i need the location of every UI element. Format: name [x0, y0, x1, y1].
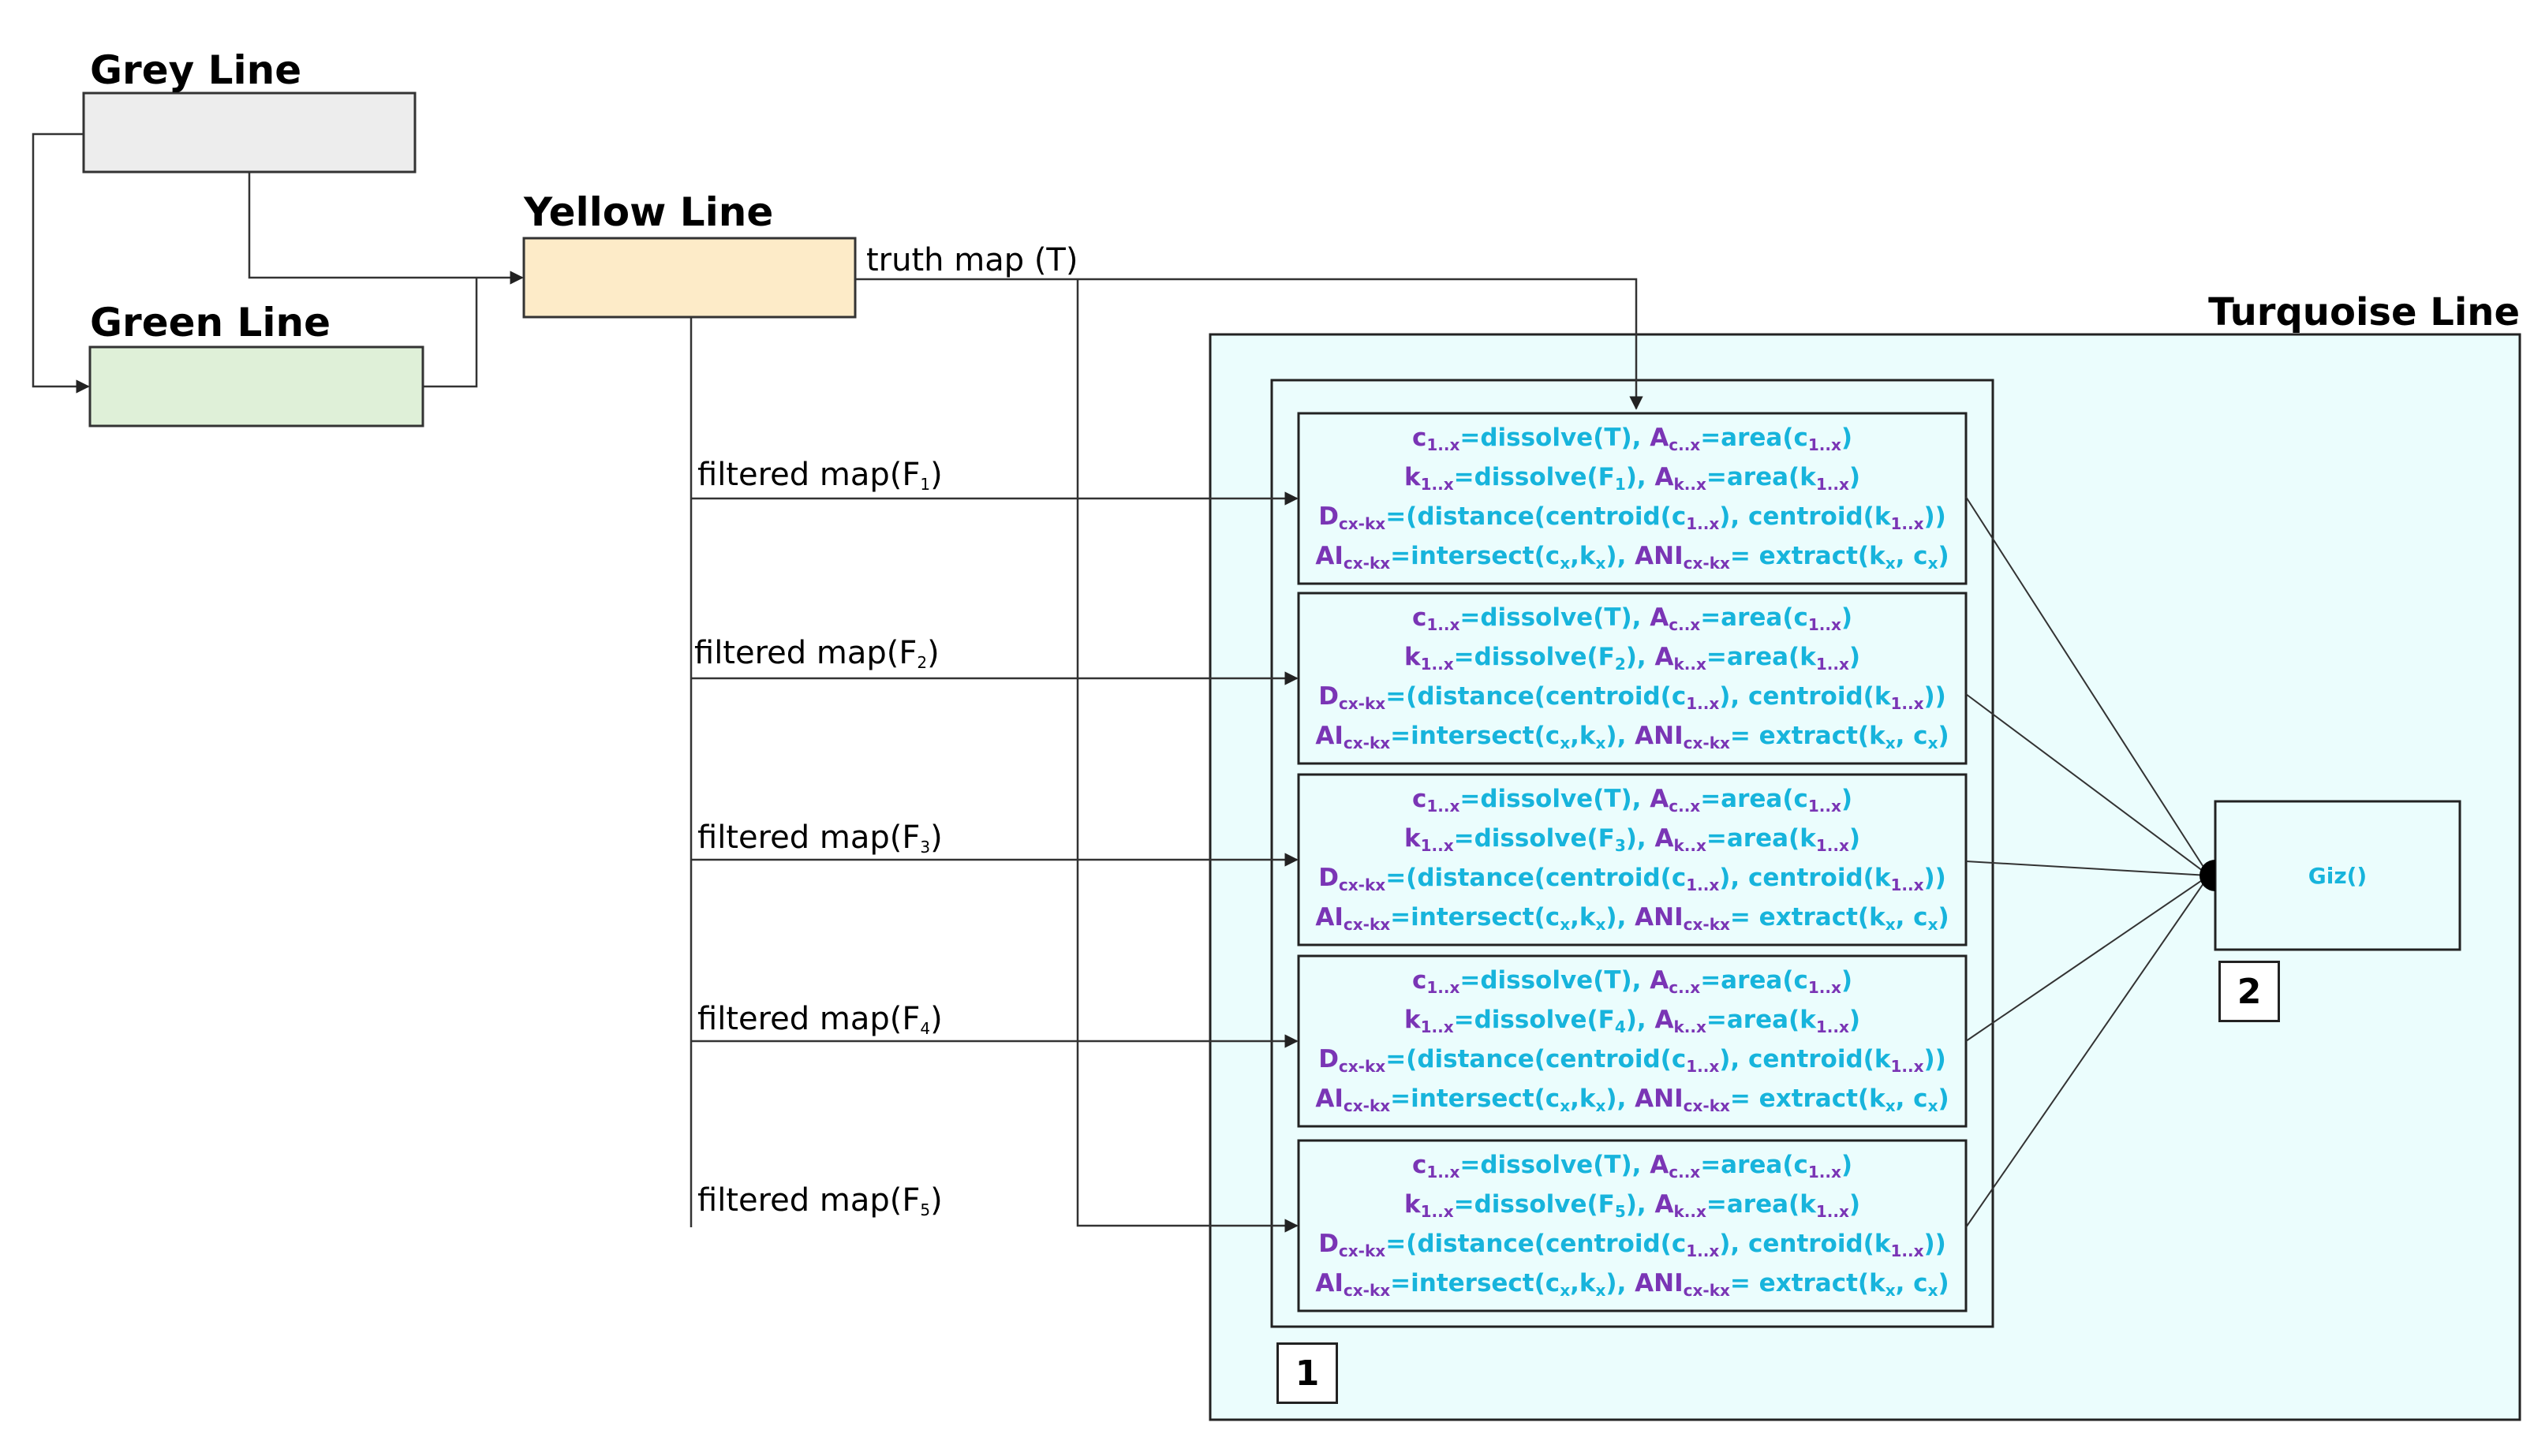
yellow-line-title: Yellow Line: [524, 189, 774, 235]
grey-to-yellow-connector: [248, 172, 524, 285]
formula-line-4: AIcx-kx=intersect(cx,kx), ANIcx-kx= extr…: [1315, 1269, 1949, 1300]
formula-block: c1..x=dissolve(T), Ac..x=area(c1..x) k1.…: [1299, 593, 1966, 763]
formula-line-1: c1..x=dissolve(T), Ac..x=area(c1..x): [1411, 603, 1853, 634]
filtered-map-label-1: filtered map(F1): [697, 457, 943, 494]
giz-junction-dot: [2199, 860, 2215, 891]
green-to-yellow-connector: [423, 278, 478, 388]
truth-map-vertical: [1076, 279, 1299, 1233]
formula-block: c1..x=dissolve(T), Ac..x=area(c1..x) k1.…: [1299, 956, 1966, 1126]
yellow-line-box: [522, 237, 857, 319]
grey-to-green-connector: [32, 133, 90, 394]
formula-line-1: c1..x=dissolve(T), Ac..x=area(c1..x): [1411, 1151, 1853, 1182]
formula-line-4: AIcx-kx=intersect(cx,kx), ANIcx-kx= extr…: [1315, 722, 1949, 752]
module-tag-1: 1: [1276, 1342, 1338, 1404]
formula-line-3: Dcx-kx=(distance(centroid(c1..x), centro…: [1318, 682, 1946, 713]
filtered-map-label-3: filtered map(F3): [697, 819, 943, 857]
formula-line-2: k1..x=dissolve(F5), Ak..x=area(k1..x): [1403, 1190, 1861, 1221]
formula-line-3: Dcx-kx=(distance(centroid(c1..x), centro…: [1318, 864, 1946, 894]
formula-box-1: [1297, 412, 1968, 585]
formula-line-4: AIcx-kx=intersect(cx,kx), ANIcx-kx= extr…: [1315, 1085, 1949, 1115]
formula-line-2: k1..x=dissolve(F1), Ak..x=area(k1..x): [1403, 463, 1861, 494]
formula-line-2: k1..x=dissolve(F4), Ak..x=area(k1..x): [1403, 1006, 1861, 1036]
formula-line-1: c1..x=dissolve(T), Ac..x=area(c1..x): [1411, 424, 1853, 454]
formula-line-1: c1..x=dissolve(T), Ac..x=area(c1..x): [1411, 966, 1853, 997]
turquoise-line-title: Turquoise Line: [2208, 290, 2520, 334]
green-line-box: [88, 345, 424, 427]
formula-line-1: c1..x=dissolve(T), Ac..x=area(c1..x): [1411, 785, 1853, 816]
formula-line-3: Dcx-kx=(distance(centroid(c1..x), centro…: [1318, 1045, 1946, 1076]
formula-line-3: Dcx-kx=(distance(centroid(c1..x), centro…: [1318, 1230, 1946, 1260]
formula-box-3: [1297, 773, 1968, 946]
giz-box: [2214, 800, 2461, 951]
module-1-container: [1270, 379, 1994, 1328]
truth-map-connector: [855, 278, 1643, 410]
filtered-map-label-4: filtered map(F4): [697, 1001, 943, 1038]
filtered-map-label-2: filtered map(F2): [694, 635, 940, 672]
formula-box-5: [1297, 1139, 1968, 1312]
formula-line-4: AIcx-kx=intersect(cx,kx), ANIcx-kx= extr…: [1315, 542, 1949, 573]
giz-line-5: [1965, 875, 2210, 1228]
formula-block: c1..x=dissolve(T), Ac..x=area(c1..x) k1.…: [1299, 413, 1966, 584]
giz-line-2: [1965, 693, 2210, 876]
formula-line-2: k1..x=dissolve(F3), Ak..x=area(k1..x): [1403, 824, 1861, 855]
formula-box-2: [1297, 592, 1968, 765]
module-tag-2: 2: [2218, 961, 2280, 1022]
formula-block: c1..x=dissolve(T), Ac..x=area(c1..x) k1.…: [1299, 775, 1966, 945]
formula-line-3: Dcx-kx=(distance(centroid(c1..x), centro…: [1318, 502, 1946, 533]
giz-line-3: [1965, 861, 2210, 876]
formula-line-2: k1..x=dissolve(F2), Ak..x=area(k1..x): [1403, 643, 1861, 674]
filtered-map-label-5: filtered map(F5): [697, 1182, 943, 1219]
giz-label: Giz(): [2308, 863, 2367, 889]
grey-line-box: [82, 91, 417, 174]
grey-line-title: Grey Line: [90, 47, 302, 93]
formula-block: c1..x=dissolve(T), Ac..x=area(c1..x) k1.…: [1299, 1141, 1966, 1311]
truth-map-label: truth map (T): [866, 242, 1078, 278]
formula-line-4: AIcx-kx=intersect(cx,kx), ANIcx-kx= extr…: [1315, 903, 1949, 934]
green-line-title: Green Line: [90, 300, 331, 345]
giz-line-1: [1965, 496, 2210, 876]
giz-line-4: [1965, 875, 2210, 1042]
